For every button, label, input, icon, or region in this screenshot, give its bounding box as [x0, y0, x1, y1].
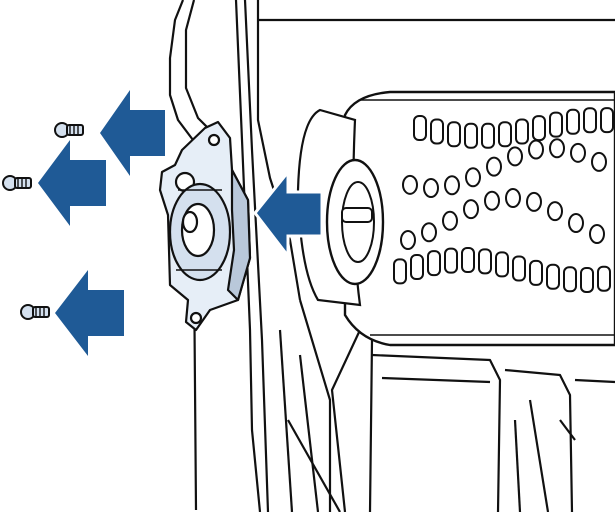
bristle-tuft — [512, 255, 526, 282]
bristle-tuft — [461, 247, 475, 274]
bristle-tuft — [529, 259, 543, 286]
bristle-tuft — [532, 115, 546, 142]
bristle-tuft — [486, 156, 502, 177]
bristle-tuft — [597, 265, 611, 292]
bristle-tuft — [589, 224, 605, 245]
bristle-tuft — [464, 122, 478, 149]
arrow-brush-roll — [253, 167, 324, 261]
screw-icon — [2, 175, 32, 191]
bristle-tuft — [400, 230, 416, 251]
bristle-tuft — [478, 248, 492, 275]
bristle-tuft — [549, 138, 565, 159]
bristle-tuft — [546, 263, 560, 290]
screw-icon — [54, 122, 84, 138]
bristle-tuft — [515, 118, 529, 145]
bristle-tuft — [393, 258, 407, 285]
bristle-tuft — [549, 111, 563, 138]
arrow-screw-3 — [55, 270, 124, 356]
bristle-tuft — [547, 201, 563, 222]
bristle-tuft — [421, 222, 437, 243]
removal-arrows — [38, 90, 324, 356]
bristle-tufts — [393, 107, 614, 293]
bristle-tuft — [498, 121, 512, 148]
bristle-tuft — [568, 213, 584, 234]
bristle-tuft — [583, 107, 597, 134]
bristle-tuft — [402, 174, 418, 195]
bristle-tuft — [463, 199, 479, 220]
bristle-tuft — [600, 107, 614, 134]
bristle-tuft — [447, 121, 461, 148]
bristle-tuft — [410, 253, 424, 280]
bristle-tuft — [444, 247, 458, 274]
brush-roll — [296, 90, 615, 347]
bristle-tuft — [505, 188, 521, 209]
arrow-screw-2 — [38, 140, 106, 226]
screw-icon — [20, 304, 50, 320]
bristle-tuft — [570, 142, 586, 163]
bristle-tuft — [430, 118, 444, 145]
bristle-tuft — [413, 115, 427, 141]
arrow-screw-1 — [100, 90, 165, 176]
bristle-tuft — [507, 146, 523, 167]
bristle-tuft — [465, 167, 481, 188]
bristle-tuft — [563, 266, 577, 293]
bearing-cap — [158, 120, 252, 332]
bristle-tuft — [528, 139, 544, 160]
bristle-tuft — [484, 190, 500, 211]
bristle-tuft — [427, 250, 441, 277]
bristle-tuft — [442, 210, 458, 231]
bristle-tuft — [566, 108, 580, 135]
bristle-tuft — [526, 191, 542, 212]
bristle-tuft — [444, 175, 460, 196]
bristle-tuft — [423, 177, 439, 198]
bristle-tuft — [481, 122, 495, 149]
bristle-tuft — [591, 151, 607, 172]
bristle-tuft — [495, 251, 509, 278]
bristle-tuft — [580, 266, 594, 293]
